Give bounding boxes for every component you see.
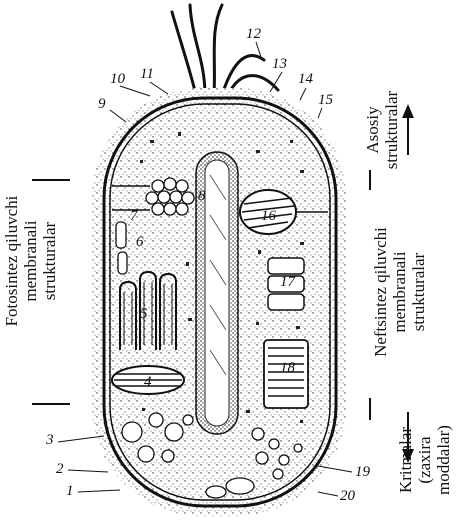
callout-1: 1 <box>66 483 74 499</box>
callout-19: 19 <box>355 464 371 480</box>
callout-13: 13 <box>272 56 287 72</box>
callout-8: 8 <box>198 188 206 204</box>
callout-17: 17 <box>280 274 297 290</box>
callout-16: 16 <box>261 208 277 224</box>
callout-4: 4 <box>144 374 152 390</box>
callout-14: 14 <box>298 71 314 87</box>
callout-5: 5 <box>140 306 148 322</box>
callout-2: 2 <box>56 461 64 477</box>
photosynthetic-structures-label: Fotosintez qiluvchi membranali struktura… <box>2 146 62 376</box>
oil-synthesis-structures-label: Neftsintez qiluvchi membranali struktura… <box>371 202 431 382</box>
callout-11: 11 <box>140 66 154 82</box>
callout-20: 20 <box>340 488 356 504</box>
callout-18: 18 <box>280 360 296 376</box>
callout-6: 6 <box>136 234 144 250</box>
callout-3: 3 <box>45 432 54 448</box>
callout-9: 9 <box>98 96 106 112</box>
callout-12: 12 <box>246 26 262 42</box>
ribosome-granules <box>146 178 194 215</box>
flagella <box>172 5 278 95</box>
callout-10: 10 <box>110 71 126 87</box>
up-arrow-icon <box>402 104 414 155</box>
main-structures-label: Asosiy strukturalar <box>363 70 403 190</box>
callout-15: 15 <box>318 92 334 108</box>
reserve-inclusions-label: Kritmalar (zaxira moddalar) <box>396 410 456 510</box>
